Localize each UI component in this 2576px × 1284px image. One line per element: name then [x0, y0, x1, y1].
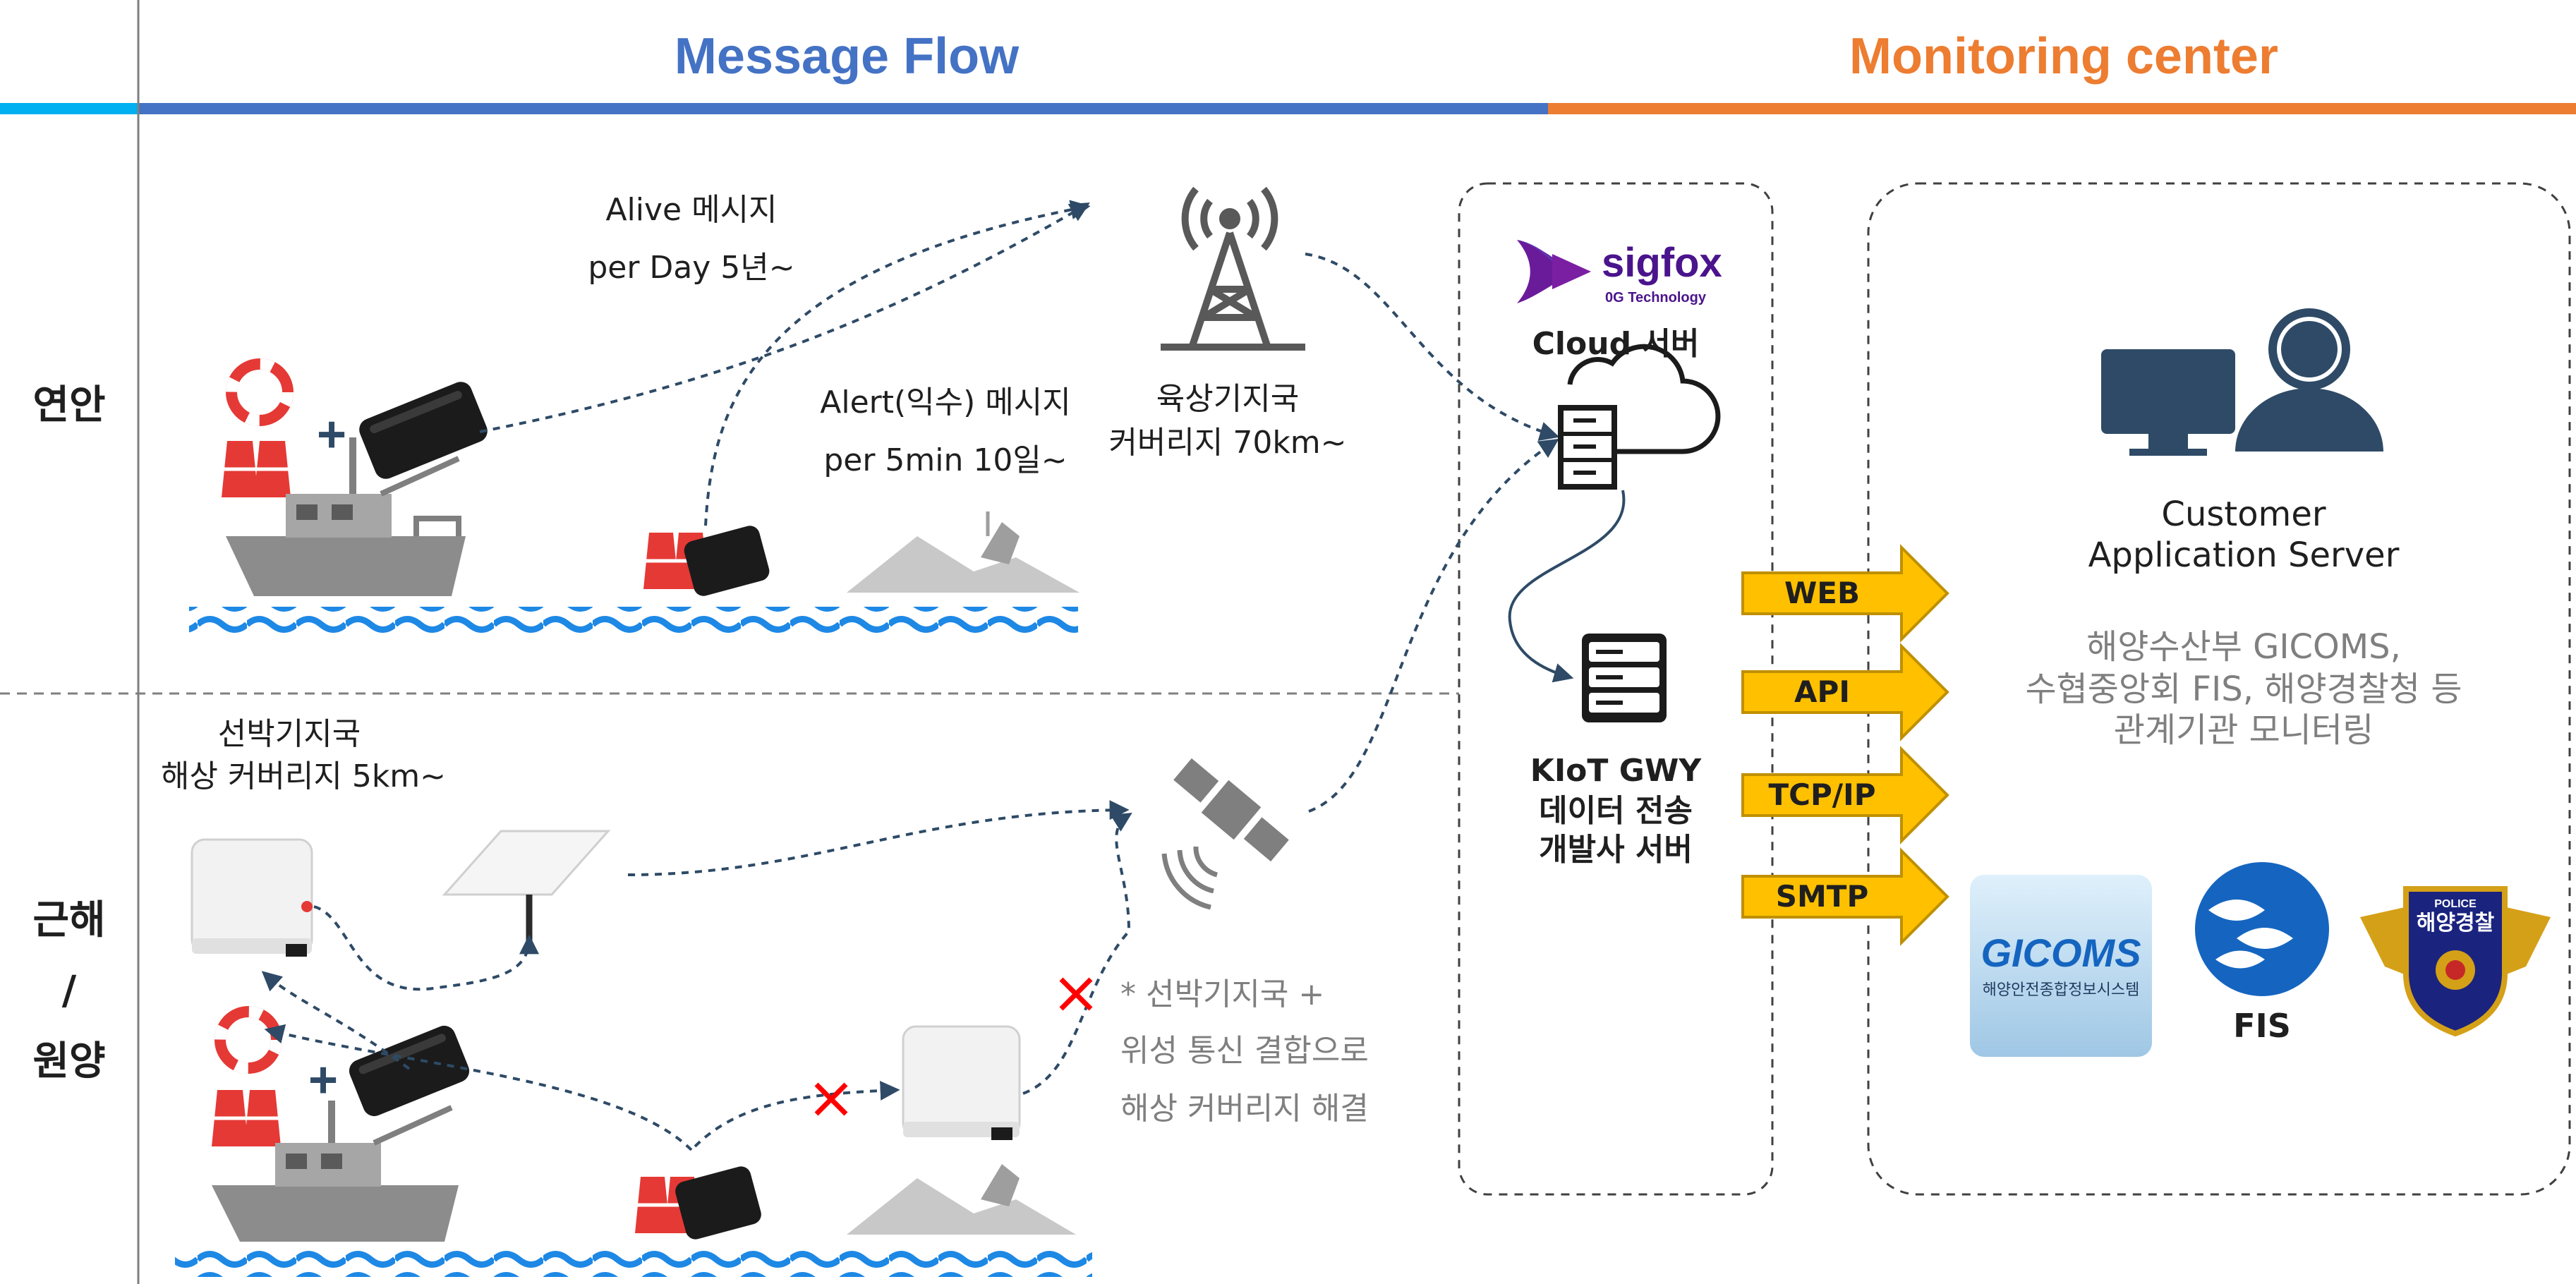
protocol-label-smtp: SMTP	[1775, 879, 1869, 914]
cloud-to-gateway-path	[1508, 490, 1626, 683]
tower-label: 육상기지국	[1156, 380, 1300, 417]
note-line-1: * 선박기지국 +	[1120, 976, 1325, 1012]
police-top-text: POLICE	[2434, 898, 2477, 910]
cell-tower-icon	[1161, 186, 1305, 351]
satellite-to-cloud-path	[1308, 438, 1559, 813]
header-bar-orange	[1548, 103, 2576, 114]
sigfox-tagline: 0G Technology	[1605, 290, 1707, 305]
agencies-line-1: 해양수산부 GICOMS,	[2086, 627, 2401, 667]
row-label-offshore-2: 원양	[32, 1038, 106, 1084]
plus-icon: +	[317, 406, 346, 463]
protocol-label-tcpip: TCP/IP	[1768, 777, 1876, 812]
sigfox-logo-icon	[1517, 240, 1591, 303]
vest-tracker-water-offshore-icon	[635, 1166, 761, 1240]
blocked-x-2-icon	[1059, 977, 1093, 1011]
monitor-user-icon	[2101, 308, 2383, 456]
police-name-text: 해양경찰	[2417, 911, 2495, 935]
row-label-offshore-1: 근해	[32, 897, 106, 943]
station2-to-satellite-path	[1022, 813, 1132, 1095]
lifebuoy-icon	[226, 358, 294, 426]
application-server-label: Application Server	[2088, 535, 2400, 575]
fis-logo-icon	[2195, 862, 2329, 996]
agencies-line-2: 수협중앙회 FIS, 해양경찰청 등	[2025, 670, 2462, 709]
ship-station-label: 선박기지국	[217, 715, 361, 752]
protocol-arrow-tcpip	[1741, 746, 1949, 844]
sinking-ship-offshore-icon	[847, 1164, 1076, 1235]
coast-guard-badge-icon	[2360, 886, 2551, 1037]
protocol-arrow-api	[1741, 643, 1949, 741]
note-line-2: 위성 통신 결합으로	[1120, 1033, 1369, 1069]
base-to-dish-path	[313, 905, 539, 991]
fishing-boat-icon	[226, 437, 466, 596]
life-vest-offshore-icon	[212, 1090, 281, 1146]
header-bar-blue	[138, 103, 1548, 114]
alert-message-label: Alert(익수) 메시지	[820, 384, 1071, 420]
protocol-arrow-web	[1741, 544, 1949, 643]
agencies-line-3: 관계기관 모니터링	[2113, 710, 2374, 750]
fishing-boat-offshore-icon	[212, 1101, 459, 1242]
row-label-offshore-sep: /	[61, 968, 77, 1014]
tracker-device-icon	[359, 382, 488, 479]
ship-station-coverage-label: 해상 커버리지 5km~	[160, 758, 447, 794]
tracker-to-base-path-2	[264, 1024, 693, 1151]
satellite-signal-icon	[1161, 846, 1219, 910]
ship-base-station-icon	[191, 838, 313, 957]
cloud-server-label: Cloud 서버	[1532, 325, 1700, 362]
vest-tracker-water-icon	[643, 526, 770, 596]
sea-waves-coastal	[189, 607, 1078, 635]
gicoms-logo-text: GICOMS	[1981, 931, 2141, 975]
monitoring-container	[1867, 182, 2571, 1196]
customer-label: Customer	[2161, 495, 2326, 534]
sinking-ship-icon	[847, 511, 1080, 593]
protocol-label-api: API	[1794, 674, 1850, 709]
alert-frequency-label: per 5min 10일~	[823, 442, 1068, 478]
note-line-3: 해상 커버리지 해결	[1120, 1091, 1369, 1127]
life-vest-icon	[222, 441, 291, 497]
alive-message-path	[479, 202, 1090, 433]
monitoring-center-title: Monitoring center	[1849, 28, 2278, 85]
sea-waves-offshore	[175, 1249, 1092, 1277]
tower-to-cloud-path	[1305, 253, 1560, 442]
gateway-server-icon	[1582, 634, 1667, 722]
lifebuoy-offshore-icon	[214, 1006, 282, 1074]
header-bar-lightblue	[0, 103, 138, 114]
vest-to-station2-path	[694, 1080, 900, 1148]
dish-to-satellite-path	[627, 800, 1130, 876]
row-label-coastal: 연안	[32, 382, 106, 428]
plus-offshore-icon: +	[308, 1052, 338, 1108]
gateway-label-3: 개발사 서버	[1539, 831, 1693, 868]
blocked-x-icon	[814, 1082, 848, 1116]
tower-coverage-label: 커버리지 70km~	[1108, 424, 1347, 461]
tracker-to-base-path	[261, 971, 411, 1070]
gicoms-caption: 해양안전종합정보시스템	[1983, 981, 2140, 998]
alert-message-path	[704, 200, 1091, 526]
gateway-label-2: 데이터 전송	[1539, 792, 1693, 829]
cloud-server-icon	[1558, 344, 1721, 490]
gateway-label-1: KIoT GWY	[1530, 752, 1702, 789]
sigfox-brand: sigfox	[1602, 240, 1722, 286]
gicoms-logo-icon	[1970, 875, 2152, 1057]
message-flow-title: Message Flow	[674, 28, 1020, 85]
ship-base-station-2-icon	[902, 1025, 1021, 1140]
tracker-offshore-icon	[349, 1025, 470, 1117]
alive-message-label: Alive 메시지	[605, 191, 778, 228]
satellite-dish-panel-icon	[442, 830, 611, 944]
satellite-icon	[1173, 758, 1289, 862]
protocol-arrow-smtp	[1741, 847, 1949, 946]
protocol-label-web: WEB	[1784, 576, 1861, 610]
alive-frequency-label: per Day 5년~	[588, 249, 795, 286]
fis-label: FIS	[2233, 1007, 2291, 1045]
